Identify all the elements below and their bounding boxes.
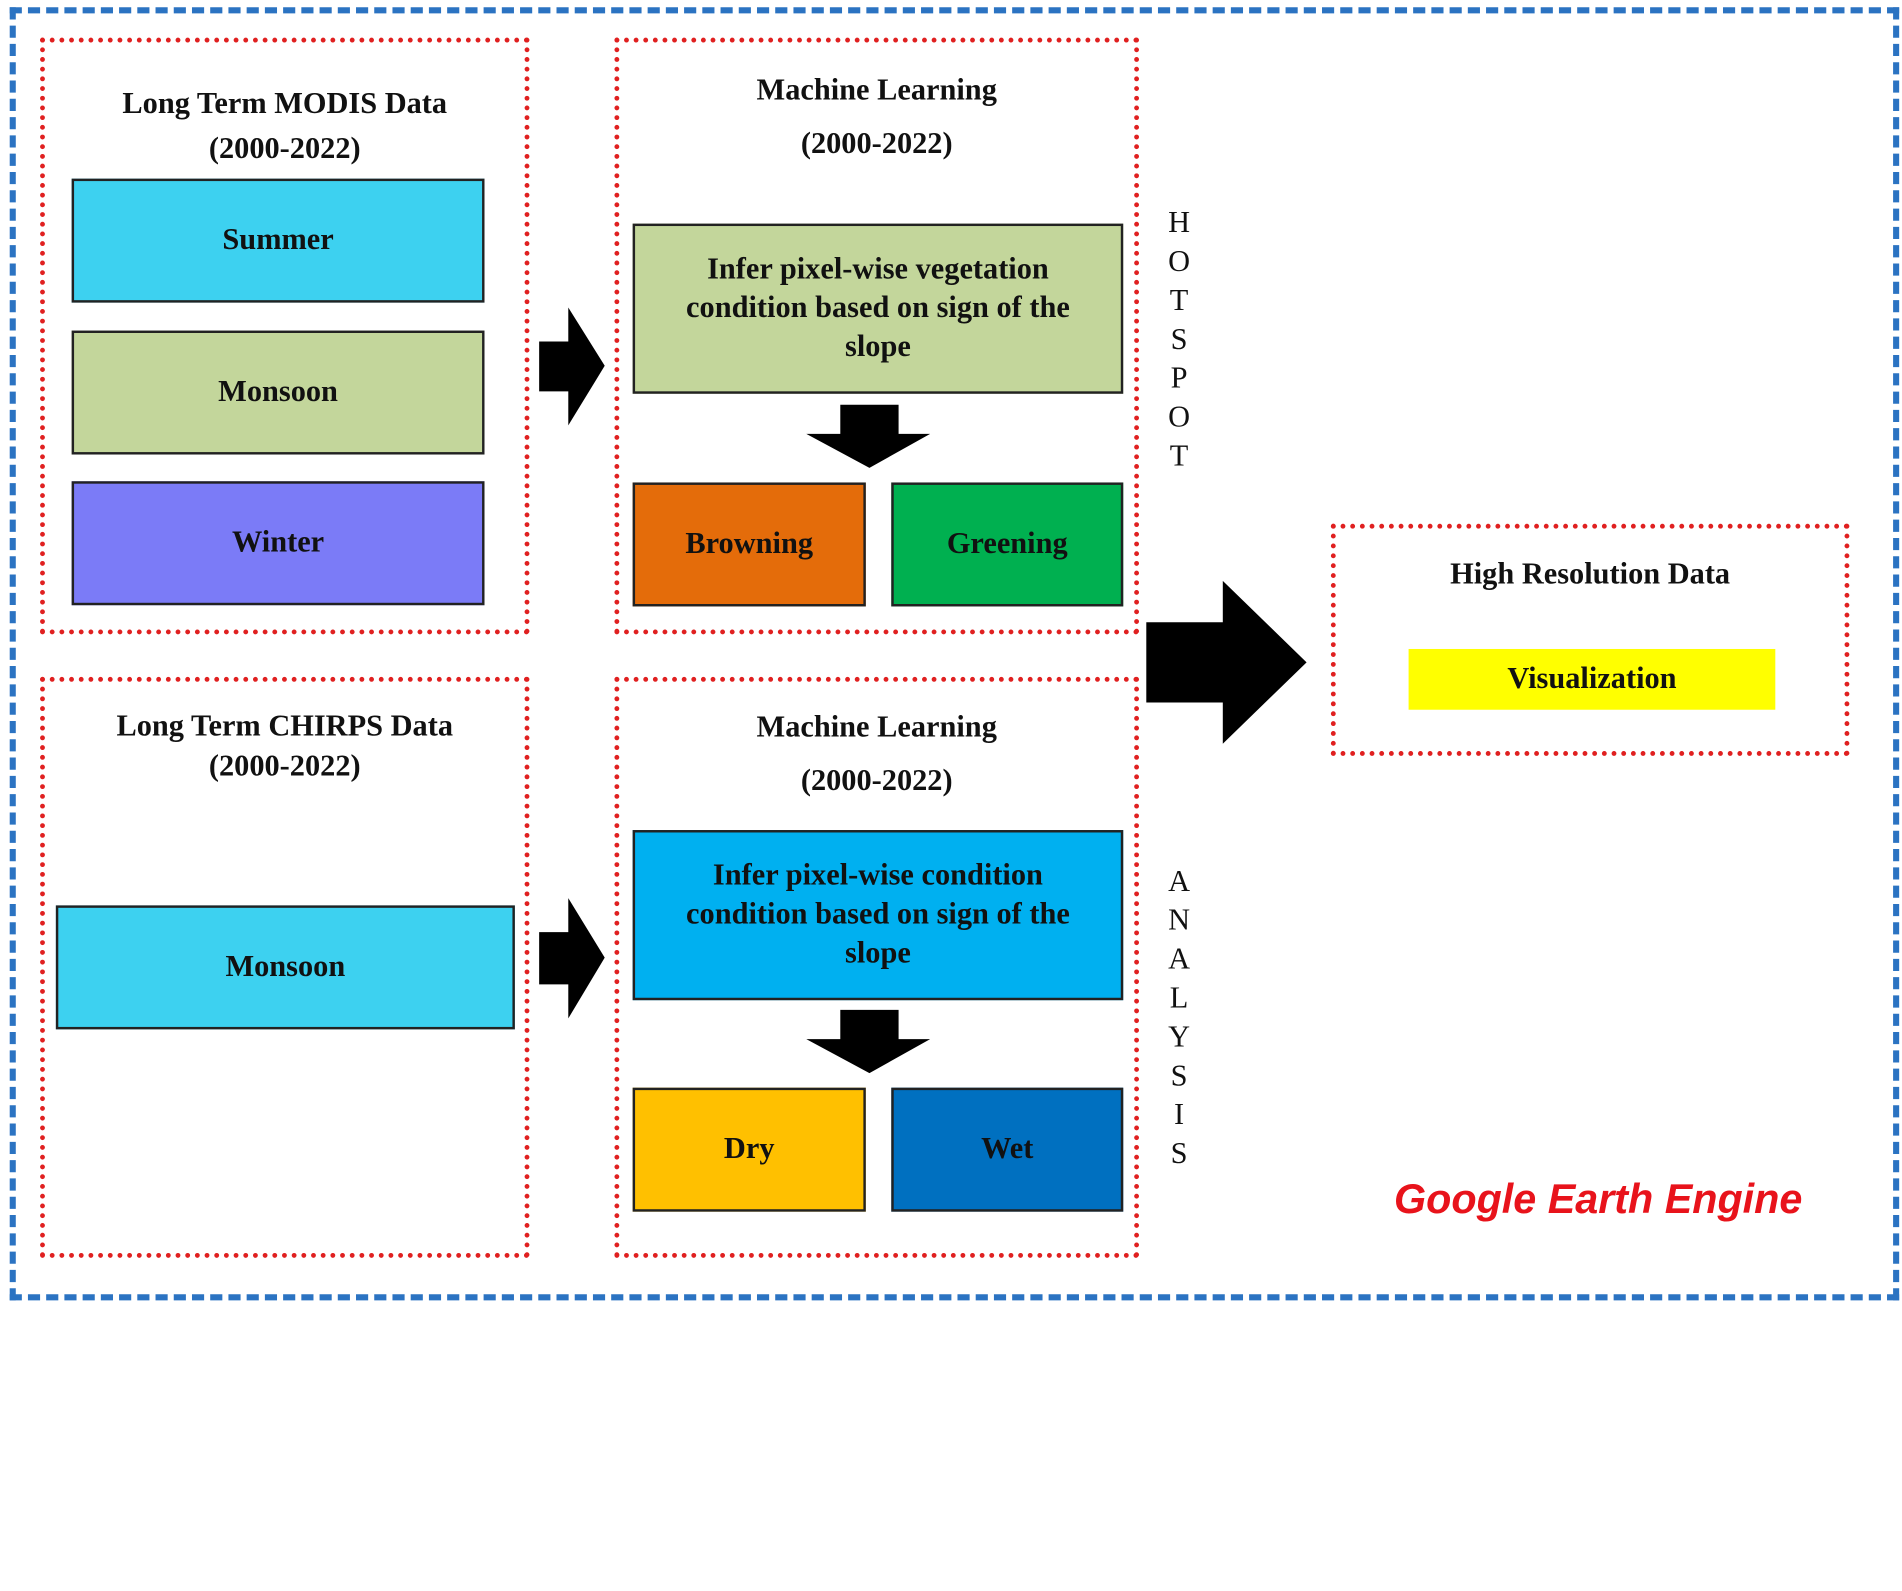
dry-box: Dry xyxy=(632,1087,866,1212)
modis-panel-title: Long Term MODIS Data xyxy=(122,87,448,121)
hotspot-letter: P xyxy=(1170,362,1188,395)
browning-box: Browning xyxy=(632,482,866,607)
season-summer-box: Summer xyxy=(71,178,485,303)
ml-top-panel: Machine Learning (2000-2022) Infer pixel… xyxy=(614,37,1140,635)
analysis-letter: N xyxy=(1168,904,1191,937)
analysis-letter: Y xyxy=(1168,1020,1191,1054)
chirps-monsoon-box: Monsoon xyxy=(55,905,515,1030)
ml-bottom-title: Machine Learning xyxy=(756,710,997,744)
hotspot-letter: O xyxy=(1168,245,1191,279)
ml-top-title: Machine Learning xyxy=(756,74,997,107)
hotspot-vertical-label: H O T S P O T xyxy=(1161,204,1197,476)
ml-top-period: (2000-2022) xyxy=(800,127,953,161)
hotspot-letter: T xyxy=(1169,439,1189,473)
ml-bottom-panel: Machine Learning (2000-2022) Infer pixel… xyxy=(614,676,1140,1258)
season-monsoon-box: Monsoon xyxy=(71,330,485,455)
analysis-letter: L xyxy=(1169,981,1189,1015)
platform-label: Google Earth Engine xyxy=(1394,1176,1803,1223)
analysis-letter: S xyxy=(1170,1059,1188,1093)
analysis-vertical-label: A N A L Y S I S xyxy=(1161,863,1197,1174)
hotspot-letter: H xyxy=(1168,206,1191,240)
hotspot-letter: O xyxy=(1168,401,1191,434)
ml-bottom-period: (2000-2022) xyxy=(800,764,953,798)
ml-bottom-infer-box: Infer pixel-wise condition condition bas… xyxy=(632,830,1124,1001)
output-panel-title: High Resolution Data xyxy=(1450,557,1731,591)
modis-panel: Long Term MODIS Data (2000-2022) Summer … xyxy=(40,37,530,635)
chirps-panel-title: Long Term CHIRPS Data xyxy=(116,709,454,743)
modis-panel-period: (2000-2022) xyxy=(208,132,361,166)
outer-frame xyxy=(9,7,1900,1301)
season-winter-box: Winter xyxy=(71,481,485,606)
analysis-letter: I xyxy=(1174,1098,1185,1132)
visualization-box: Visualization xyxy=(1408,648,1776,710)
hotspot-letter: T xyxy=(1169,284,1189,318)
chirps-panel-period: (2000-2022) xyxy=(208,749,361,783)
hotspot-letter: S xyxy=(1170,323,1188,357)
analysis-letter: A xyxy=(1168,943,1191,976)
greening-box: Greening xyxy=(891,482,1124,607)
wet-box: Wet xyxy=(891,1087,1124,1212)
output-panel: High Resolution Data Visualization xyxy=(1330,523,1850,756)
chirps-panel: Long Term CHIRPS Data (2000-2022) Monsoo… xyxy=(40,676,530,1258)
ml-top-infer-box: Infer pixel-wise vegetation condition ba… xyxy=(632,223,1124,394)
analysis-letter: S xyxy=(1170,1137,1188,1171)
analysis-letter: A xyxy=(1168,865,1191,899)
